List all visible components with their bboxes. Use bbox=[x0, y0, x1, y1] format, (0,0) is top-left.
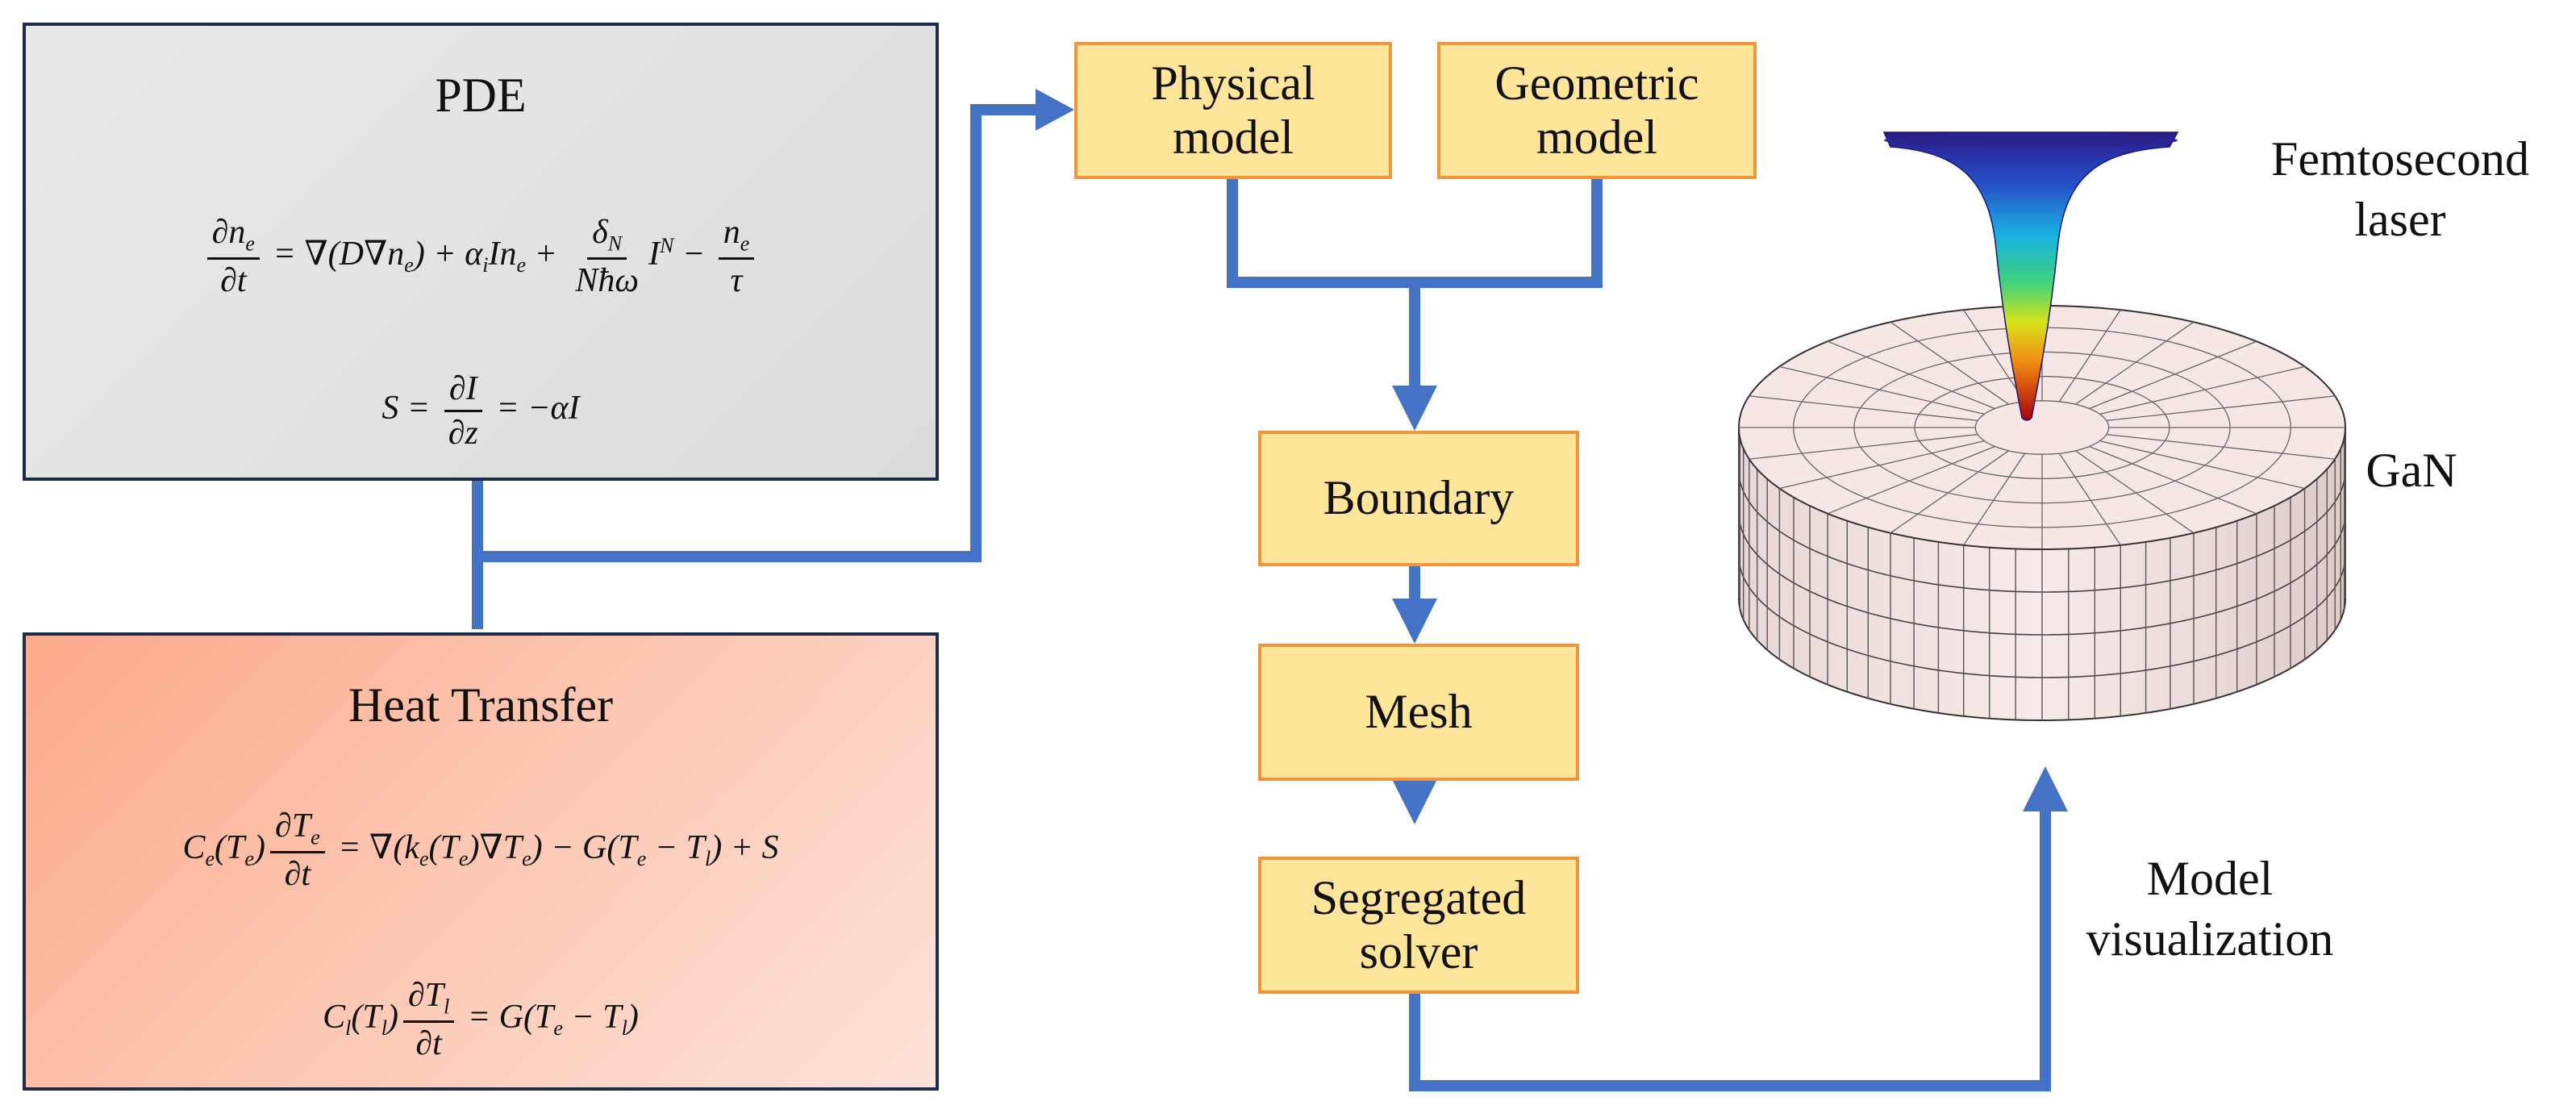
pde-title: PDE bbox=[435, 69, 527, 122]
heat-transfer-panel: Heat Transfer Ce(Te)∂Te∂t = ∇(ke(Te)∇Te)… bbox=[23, 632, 939, 1091]
pde-equation-source: S = ∂I∂z = −αI bbox=[381, 370, 580, 452]
physical-model-box: Physical model bbox=[1074, 42, 1392, 179]
boundary-box: Boundary bbox=[1258, 431, 1579, 566]
heat-equation-electron: Ce(Te)∂Te∂t = ∇(ke(Te)∇Te) − G(Te − Tl) … bbox=[182, 807, 779, 894]
femtosecond-laser-beam bbox=[1882, 131, 2179, 421]
laser-beam-rim bbox=[1884, 133, 2178, 148]
femtosecond-laser-label: Femtosecond laser bbox=[2271, 132, 2529, 246]
model-visualization-label: Model visualization bbox=[2086, 852, 2334, 966]
arrowhead-mesh bbox=[1392, 599, 1437, 644]
pde-to-physical-connector bbox=[472, 104, 1040, 629]
arrowhead-visualization bbox=[2023, 766, 2068, 811]
mesh-box: Mesh bbox=[1258, 644, 1579, 781]
gan-label: GaN bbox=[2366, 444, 2457, 497]
solver-to-visualization-connector bbox=[1409, 807, 2051, 1091]
arrowhead-boundary bbox=[1392, 386, 1437, 431]
gan-side-mesh-lines bbox=[1738, 428, 2346, 720]
models-merge-connector bbox=[1227, 179, 1603, 387]
heat-transfer-title: Heat Transfer bbox=[348, 678, 614, 732]
segregated-solver-box: Segregated solver bbox=[1258, 857, 1579, 994]
arrowhead-physical bbox=[1036, 89, 1074, 131]
arrowhead-solver bbox=[1392, 779, 1437, 824]
geometric-model-box: Geometric model bbox=[1437, 42, 1757, 179]
heat-equation-lattice: Cl(Tl)∂Tl∂t = G(Te − Tl) bbox=[323, 977, 639, 1063]
